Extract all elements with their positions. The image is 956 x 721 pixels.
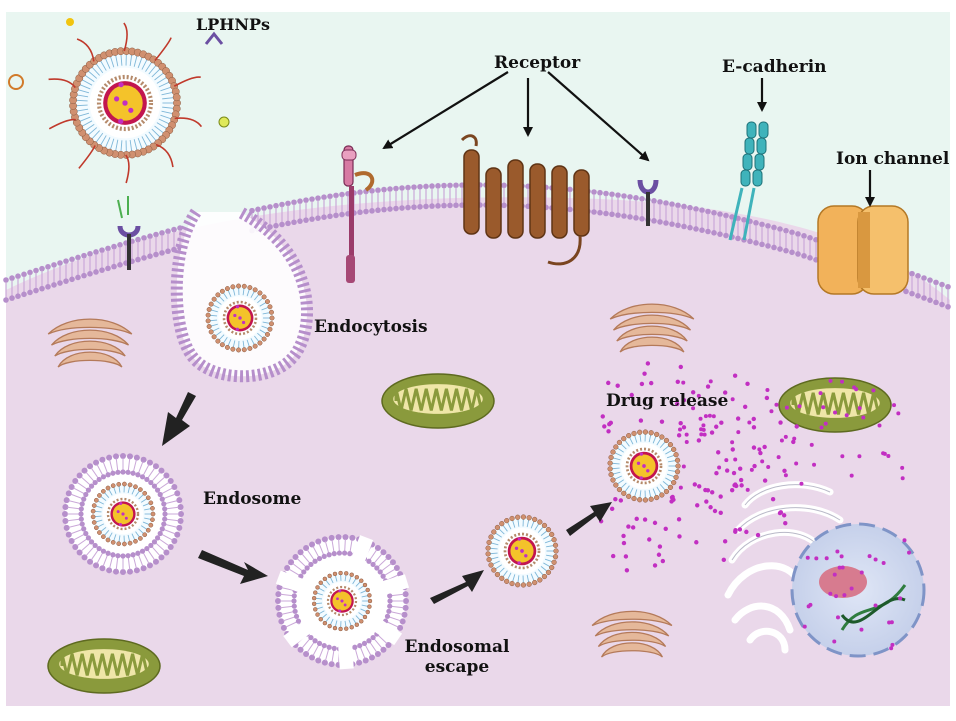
label-endosomal-escape-line2: escape bbox=[397, 658, 517, 678]
mitochondrion-icon bbox=[48, 639, 160, 693]
mitochondrion-icon bbox=[779, 378, 891, 432]
label-e-cadherin: E-cadherin bbox=[722, 58, 827, 78]
label-endosome: Endosome bbox=[203, 490, 301, 510]
ion-channel-icon bbox=[818, 206, 908, 294]
label-receptor: Receptor bbox=[494, 54, 580, 74]
nucleus-icon bbox=[792, 524, 924, 656]
nucleolus bbox=[819, 566, 867, 598]
mitochondrion-icon bbox=[382, 374, 494, 428]
label-lphnps: LPHNPs bbox=[196, 16, 270, 34]
label-endosomal-escape-line1: Endosomal bbox=[397, 638, 517, 658]
label-endocytosis: Endocytosis bbox=[314, 318, 428, 338]
label-drug-release: Drug release bbox=[606, 392, 728, 412]
label-endosomal-escape: Endosomal escape bbox=[397, 638, 517, 677]
label-ion-channel: Ion channel bbox=[836, 150, 949, 170]
